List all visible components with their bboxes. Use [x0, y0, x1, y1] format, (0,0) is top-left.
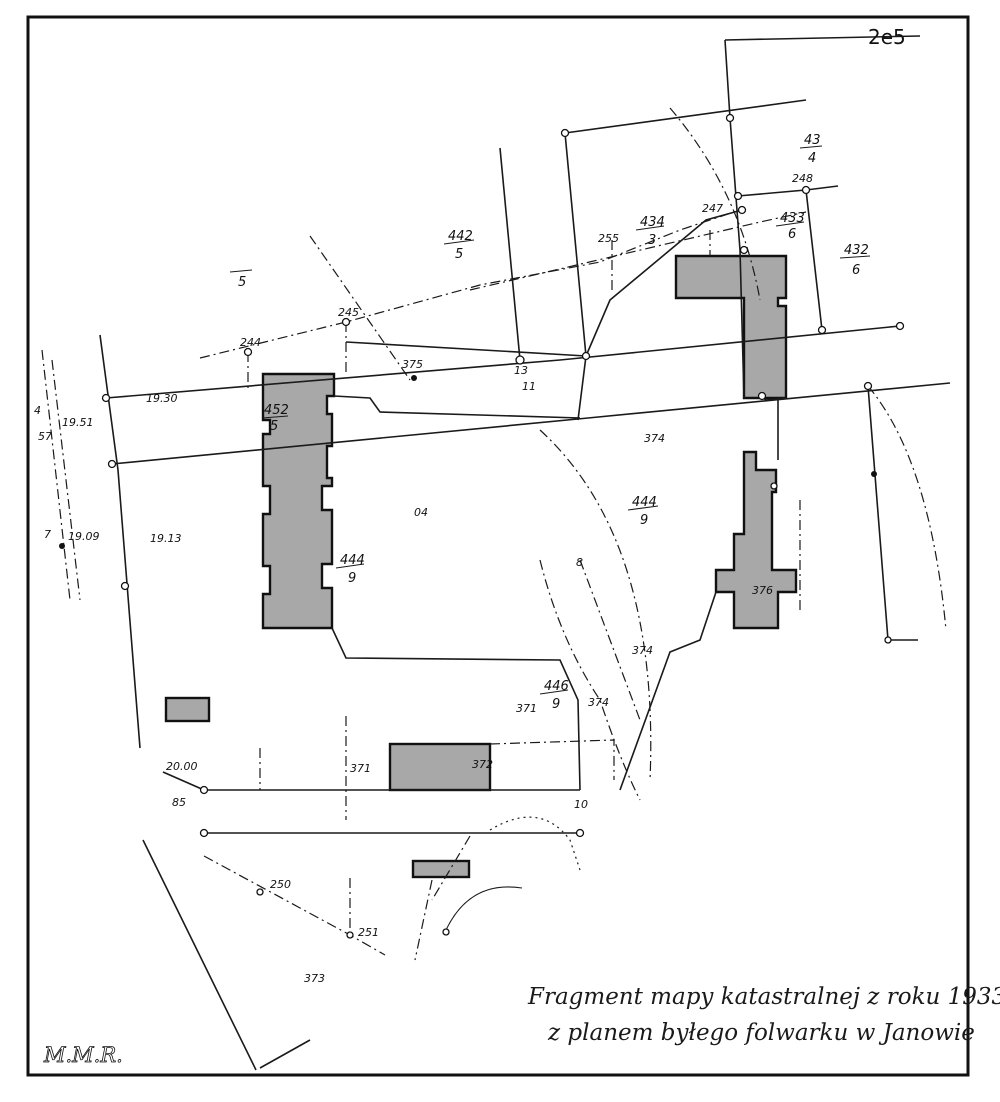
svg-text:19.51: 19.51	[62, 416, 94, 429]
svg-text:9: 9	[640, 513, 648, 528]
svg-text:04: 04	[414, 506, 428, 519]
svg-text:10: 10	[574, 798, 588, 811]
parcel-446-9: 446 9	[539, 679, 569, 712]
svg-text:244: 244	[240, 336, 261, 349]
svg-text:371: 371	[516, 702, 537, 715]
building-barn-south	[388, 742, 492, 792]
svg-text:57: 57	[38, 430, 52, 443]
svg-text:250: 250	[270, 878, 291, 891]
svg-text:255: 255	[598, 232, 619, 245]
well-marker	[411, 375, 417, 381]
svg-text:452: 452	[264, 403, 289, 418]
svg-text:3: 3	[648, 233, 656, 248]
svg-text:19.09: 19.09	[68, 530, 100, 543]
svg-text:373: 373	[304, 972, 325, 985]
svg-text:6: 6	[788, 227, 796, 242]
svg-text:7: 7	[44, 528, 51, 541]
map-caption-line1: Fragment mapy katastralnej z roku 1933	[527, 984, 1000, 1010]
svg-text:20.00: 20.00	[166, 760, 198, 773]
sheet-number: 2e5	[868, 25, 906, 49]
parcel-43-4: 43 4	[799, 133, 823, 166]
author-initials: M.M.R.	[43, 1043, 123, 1067]
svg-text:376: 376	[752, 584, 773, 597]
svg-text:371: 371	[350, 762, 371, 775]
building-east	[714, 450, 798, 630]
parcel-432-6: 432 6	[839, 243, 871, 278]
svg-text:9: 9	[552, 697, 560, 712]
svg-text:8: 8	[576, 556, 583, 569]
svg-text:9: 9	[348, 571, 356, 586]
map-caption-line2: z planem byłego folwarku w Janowie	[547, 1020, 975, 1046]
svg-text:375: 375	[402, 358, 423, 371]
parcel-442-5: 442 5	[443, 229, 475, 262]
svg-text:4: 4	[34, 404, 41, 417]
svg-text:6: 6	[852, 263, 860, 278]
svg-text:11: 11	[522, 380, 536, 393]
svg-text:372: 372	[472, 758, 493, 771]
parcel-452-5: 452 5	[261, 403, 289, 434]
svg-text:432: 432	[844, 243, 869, 258]
building-small-south	[411, 859, 471, 879]
svg-text:4: 4	[808, 151, 816, 166]
svg-text:19.13: 19.13	[150, 532, 182, 545]
building-main-west	[261, 372, 336, 630]
parcel-5: 5	[229, 269, 253, 290]
map-frame	[26, 15, 970, 1077]
svg-text:247: 247	[702, 202, 723, 215]
svg-text:374: 374	[588, 696, 609, 709]
svg-text:374: 374	[632, 644, 653, 657]
parcel-434-3: 434 3	[635, 215, 665, 248]
svg-text:248: 248	[792, 172, 813, 185]
parcel-444-9-west: 444 9	[335, 553, 365, 586]
survey-nodes	[59, 113, 905, 939]
parcel-444-9-east: 444 9	[627, 495, 659, 528]
parcel-433-6: 433 6	[775, 211, 805, 242]
svg-text:374: 374	[644, 432, 665, 445]
svg-text:5: 5	[238, 275, 246, 290]
svg-text:19.30: 19.30	[146, 392, 178, 405]
parcel-labels: 442 5 434 3 433 6 432 6 43 4 444 9	[229, 133, 871, 712]
svg-text:85: 85	[172, 796, 186, 809]
svg-text:5: 5	[455, 247, 463, 262]
svg-text:442: 442	[448, 229, 473, 244]
svg-text:13: 13	[514, 364, 528, 377]
svg-text:43: 43	[804, 133, 821, 148]
svg-text:5: 5	[270, 419, 278, 434]
svg-text:444: 444	[632, 495, 657, 510]
building-small-west	[164, 696, 211, 723]
svg-text:245: 245	[338, 306, 359, 319]
point-labels: 245 244 247 248 255 250 251 19.30 19.51 …	[34, 172, 813, 985]
svg-text:251: 251	[358, 926, 379, 939]
